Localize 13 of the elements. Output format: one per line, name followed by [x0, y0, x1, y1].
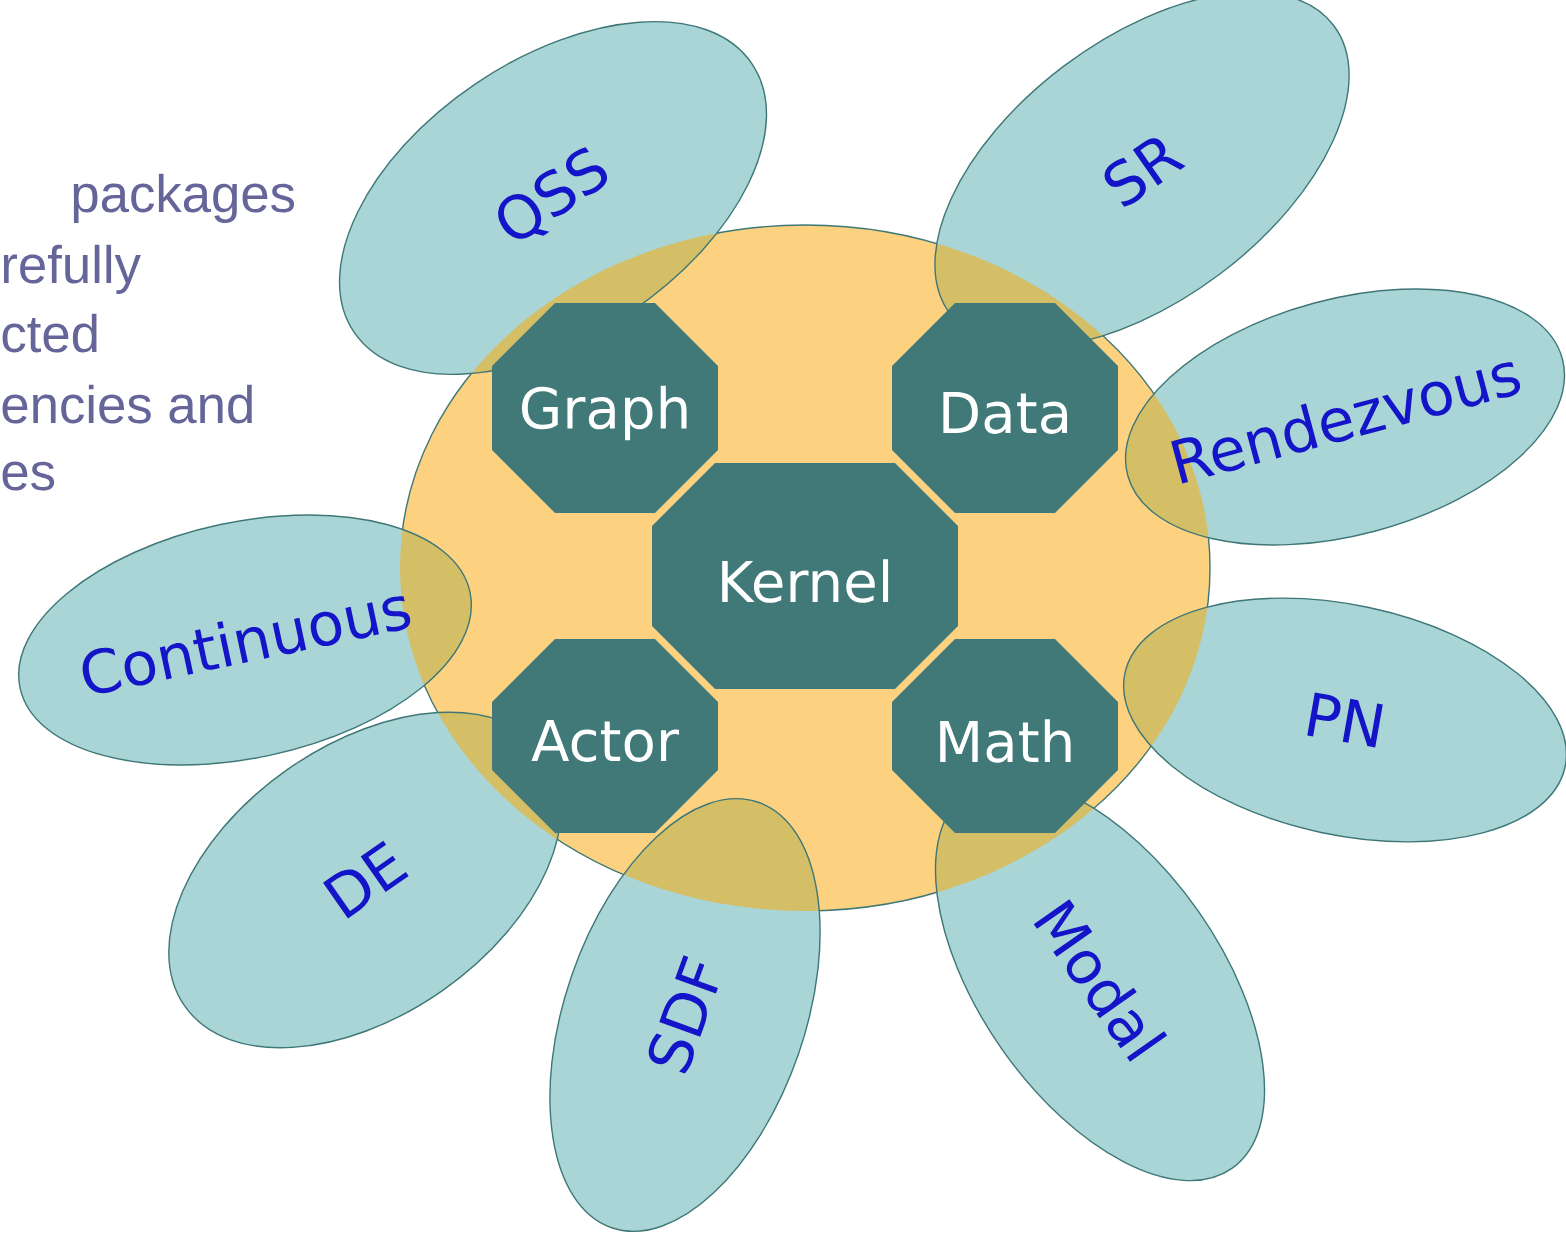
text-line: es — [2, 461, 55, 491]
octagon: Actor — [492, 639, 718, 833]
octagon: Graph — [492, 303, 718, 513]
text-line: refully — [3, 244, 141, 294]
octagon: Kernel — [652, 463, 958, 689]
node-label: DE — [323, 840, 409, 919]
ellipse-petal: PN — [1123, 597, 1566, 843]
ellipse-petal: Continuous — [18, 514, 472, 766]
ellipse-petal: SDF — [549, 798, 821, 1232]
text-line: encies and — [2, 384, 252, 424]
text-line: cted — [2, 313, 97, 353]
octagon: Math — [892, 639, 1118, 833]
octagon: Data — [892, 303, 1118, 513]
